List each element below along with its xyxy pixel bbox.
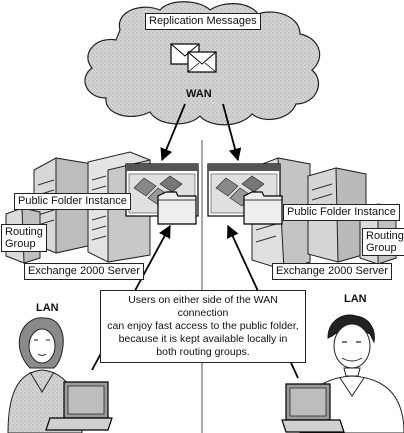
callout-line: both routing groups. [156, 346, 250, 358]
left-public-folder-label: Public Folder Instance [14, 193, 131, 210]
laptop-icon [45, 381, 113, 431]
callout-line: because it is kept available locally in [118, 333, 288, 345]
right-server-label: Exchange 2000 Server [272, 263, 392, 280]
cloud-title: Replication Messages [145, 13, 261, 30]
replication-arrow-left [160, 103, 186, 162]
left-routing-line2: Group [5, 238, 36, 250]
folder-icon [157, 191, 197, 225]
left-lan-label: LAN [36, 302, 59, 314]
laptop-icon [281, 383, 345, 433]
left-routing-group-label: Routing Group [1, 224, 47, 252]
left-routing-line1: Routing [5, 226, 43, 238]
callout-line: can enjoy fast access to the public fold… [107, 320, 299, 332]
right-public-folder-label: Public Folder Instance [283, 204, 400, 221]
right-routing-line2: Group [366, 242, 397, 254]
explanation-callout: Users on either side of the WAN connecti… [100, 290, 306, 363]
left-server-label: Exchange 2000 Server [24, 263, 144, 280]
right-lan-label: LAN [344, 293, 367, 305]
envelope-icon [187, 51, 217, 73]
folder-icon [243, 191, 283, 225]
right-routing-group-label: Routing Group [362, 228, 404, 256]
wan-label: WAN [186, 88, 212, 100]
right-routing-line1: Routing [366, 230, 404, 242]
callout-line: Users on either side of the WAN connecti… [128, 294, 278, 319]
replication-arrow-right [222, 103, 242, 162]
